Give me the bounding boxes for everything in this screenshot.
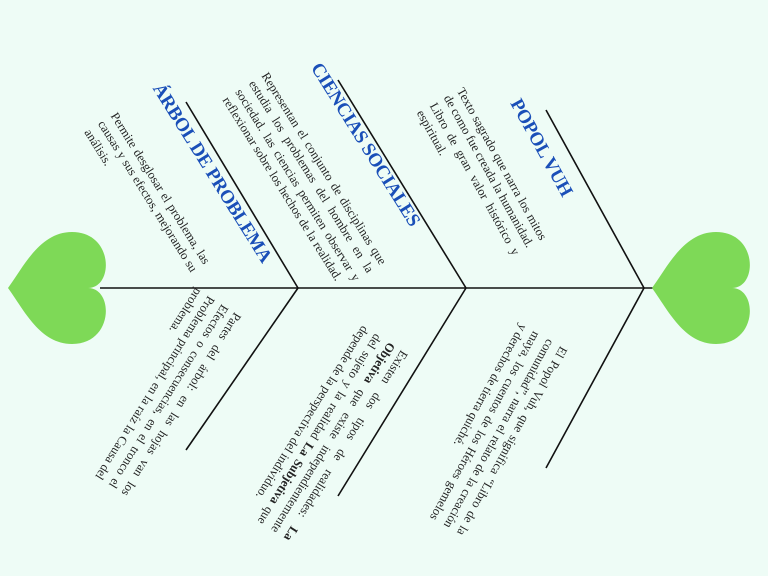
rib-ciencias-top — [337, 79, 467, 289]
rib-arbol-bottom — [185, 287, 299, 451]
rib-popol-top — [545, 109, 645, 289]
rib-ciencias-bottom — [337, 287, 467, 497]
rib-arbol-top — [185, 101, 299, 289]
heart-left-icon — [8, 232, 106, 344]
heart-right-icon — [652, 232, 750, 344]
rib-popol-bottom — [545, 287, 645, 469]
